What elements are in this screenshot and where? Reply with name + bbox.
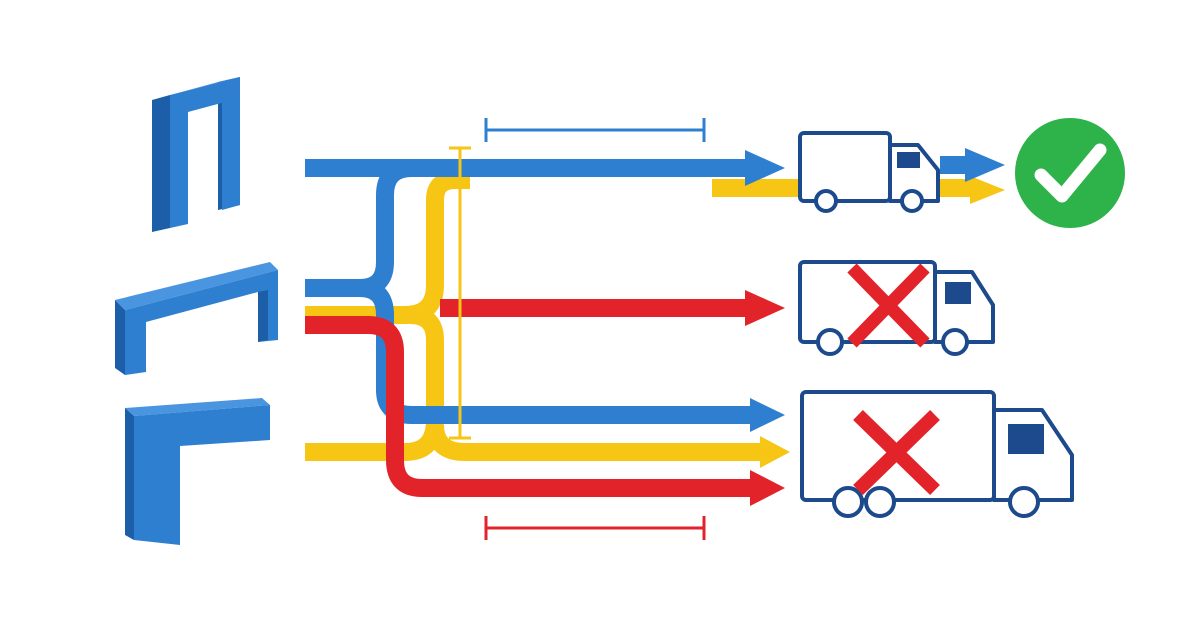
cross-mark-icon [853,409,940,496]
red-flow [305,299,760,497]
n-shaped-profile-icon [152,77,240,232]
blue-dimension-bracket [484,118,706,142]
red-arrowhead [750,470,785,506]
small-truck-icon [798,131,940,213]
check-mark-icon [1015,118,1125,228]
blue-arrowhead [745,150,785,186]
blue-arrowhead [750,398,785,432]
l-shaped-profile-icon [125,398,270,545]
c-shaped-profile-icon [115,262,278,375]
cross-mark-icon [847,263,930,348]
yellow-arrowhead [760,436,790,468]
red-arrowhead [745,290,785,326]
red-dimension-bracket [484,516,706,540]
large-truck-icon [800,390,1074,518]
clearance-marker [449,146,471,440]
yellow-arrowhead [970,176,1005,204]
blue-arrowhead [965,148,1005,182]
